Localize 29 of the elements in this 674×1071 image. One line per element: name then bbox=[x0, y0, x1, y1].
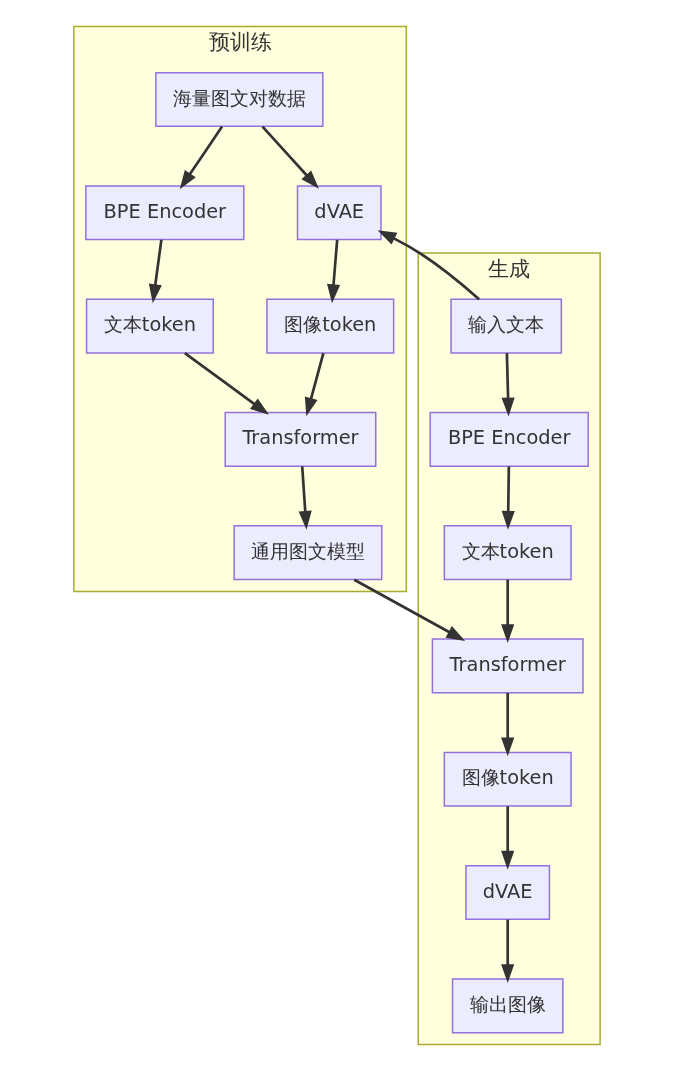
arrow bbox=[501, 806, 515, 870]
arrow bbox=[148, 239, 163, 304]
node-box: 图像token bbox=[266, 298, 395, 354]
arrow bbox=[501, 693, 515, 757]
arrow bbox=[327, 239, 341, 304]
node-box: 文本token bbox=[85, 298, 214, 354]
node-box: Transformer bbox=[224, 411, 377, 467]
node-box: 输入文本 bbox=[450, 298, 563, 354]
node-box: 文本token bbox=[443, 525, 572, 581]
arrow bbox=[184, 352, 269, 415]
arrow bbox=[353, 578, 466, 641]
arrow bbox=[304, 352, 325, 417]
arrow bbox=[501, 919, 515, 983]
arrow bbox=[298, 466, 312, 530]
node-box: 海量图文对数据 bbox=[155, 71, 324, 128]
arrow bbox=[501, 353, 515, 417]
node-box: BPE Encoder bbox=[85, 185, 245, 241]
arrow bbox=[501, 466, 515, 530]
node-box: dVAE bbox=[296, 185, 382, 241]
node-box: 通用图文模型 bbox=[233, 525, 383, 581]
node-box: 输出图像 bbox=[451, 978, 564, 1034]
arrow bbox=[377, 230, 480, 301]
arrow bbox=[261, 125, 319, 189]
node-box: dVAE bbox=[465, 864, 551, 921]
node-box: Transformer bbox=[431, 638, 584, 694]
node-box: BPE Encoder bbox=[429, 411, 589, 467]
node-box: 图像token bbox=[443, 751, 572, 807]
arrow bbox=[179, 125, 224, 190]
arrow bbox=[501, 579, 515, 644]
